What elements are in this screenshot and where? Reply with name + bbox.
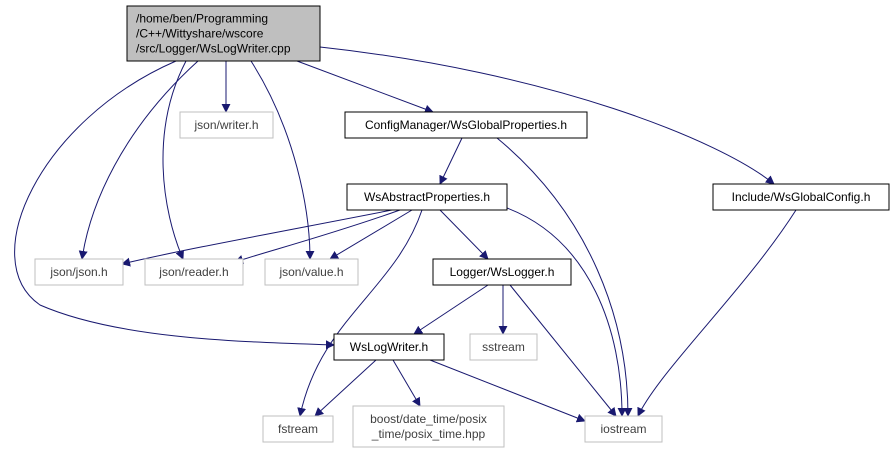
node-box: [584, 415, 663, 443]
node-label: Include/WsGlobalConfig.h: [732, 190, 871, 204]
edge-root-to-json-value: [250, 60, 315, 260]
node-label: json/writer.h: [193, 118, 258, 132]
node-box: [264, 258, 359, 286]
node-box: [344, 111, 588, 139]
node-fstream: fstream: [262, 415, 334, 443]
node-label: /src/Logger/WsLogWriter.cpp: [136, 42, 291, 56]
node-label: sstream: [482, 340, 525, 354]
node-json-value: json/value.h: [264, 258, 359, 286]
edge-ws-abstract-properties-to-fstream: [297, 209, 423, 417]
node-ws-log-writer-h[interactable]: WsLogWriter.h: [333, 333, 445, 361]
edge-root-to-include-global-config: [319, 46, 775, 185]
edge-ws-abstract-properties-to-iostream: [506, 207, 627, 417]
edge-ws-abstract-properties-to-logger-ws-logger: [439, 209, 489, 260]
edge-ws-log-writer-h-to-iostream: [429, 359, 586, 423]
node-box: [262, 415, 334, 443]
node-label: json/reader.h: [158, 265, 228, 279]
node-include-global-config[interactable]: Include/WsGlobalConfig.h: [712, 183, 890, 211]
node-iostream: iostream: [584, 415, 663, 443]
edges-layer: [14, 46, 797, 423]
node-ws-abstract-properties[interactable]: WsAbstractProperties.h: [346, 183, 508, 211]
edge-ws-abstract-properties-to-json-json: [121, 209, 393, 267]
node-box: [144, 258, 244, 286]
node-logger-ws-logger[interactable]: Logger/WsLogger.h: [432, 258, 572, 286]
node-boost-posix: boost/date_time/posix_time/posix_time.hp…: [352, 405, 505, 448]
node-label: json/json.h: [49, 265, 107, 279]
node-box: [712, 183, 890, 211]
node-sstream: sstream: [469, 333, 538, 361]
node-label: fstream: [278, 422, 318, 436]
nodes-layer: /home/ben/Programming/C++/Wittyshare/wsc…: [34, 5, 890, 448]
edge-ws-log-writer-h-to-fstream: [314, 359, 377, 417]
node-box: [469, 333, 538, 361]
edge-root-to-json-reader: [162, 60, 187, 260]
node-label: ConfigManager/WsGlobalProperties.h: [365, 118, 567, 132]
node-box: [432, 258, 572, 286]
edge-logger-ws-logger-to-iostream: [509, 284, 617, 417]
node-box: [34, 258, 124, 286]
node-label: json/value.h: [278, 265, 343, 279]
node-json-json: json/json.h: [34, 258, 124, 286]
edge-logger-ws-logger-to-ws-log-writer-h: [413, 284, 489, 335]
edge-include-global-config-to-iostream: [637, 209, 797, 417]
node-label: /C++/Wittyshare/wscore: [136, 27, 264, 41]
node-json-reader: json/reader.h: [144, 258, 244, 286]
edge-root-to-config-manager: [296, 60, 434, 114]
node-box: [179, 111, 274, 139]
node-label: /home/ben/Programming: [136, 12, 268, 26]
edge-root-to-ws-log-writer-h: [14, 60, 335, 350]
edge-ws-log-writer-h-to-boost-posix: [392, 359, 421, 407]
edge-config-manager-to-iostream: [496, 137, 633, 417]
node-config-manager[interactable]: ConfigManager/WsGlobalProperties.h: [344, 111, 588, 139]
node-box: [352, 405, 505, 448]
node-box: [333, 333, 445, 361]
edge-ws-abstract-properties-to-json-value: [329, 209, 413, 260]
node-json-writer: json/writer.h: [179, 111, 274, 139]
node-box: [346, 183, 508, 211]
node-label: boost/date_time/posix: [370, 412, 487, 426]
node-label: Logger/WsLogger.h: [450, 265, 555, 279]
node-box: [126, 5, 321, 62]
edge-config-manager-to-ws-abstract-properties: [439, 137, 463, 185]
node-root: /home/ben/Programming/C++/Wittyshare/wsc…: [126, 5, 321, 62]
node-label: iostream: [600, 422, 646, 436]
node-label: WsLogWriter.h: [350, 340, 428, 354]
node-label: WsAbstractProperties.h: [364, 190, 490, 204]
edge-root-to-json-json: [78, 60, 199, 260]
node-label: _time/posix_time.hpp: [371, 427, 486, 441]
edge-ws-abstract-properties-to-json-reader: [234, 209, 401, 264]
